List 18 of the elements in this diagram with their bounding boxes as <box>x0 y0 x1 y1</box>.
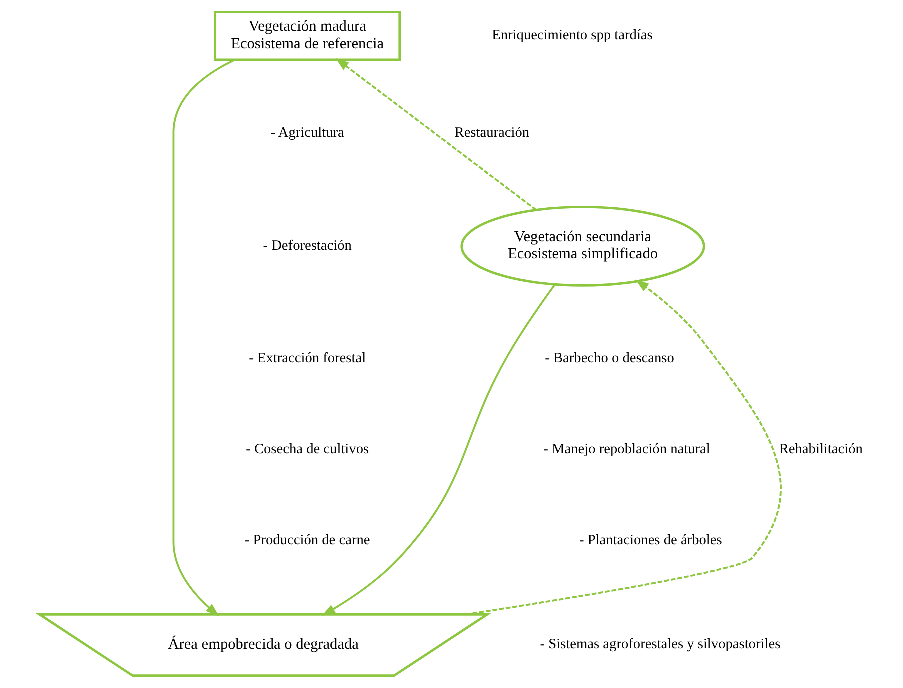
arrow <box>466 280 782 616</box>
label: - Deforestación <box>262 238 352 254</box>
label: - Barbecho o descanso <box>544 350 674 367</box>
label: - Agricultura <box>270 124 344 141</box>
arrow <box>322 284 556 616</box>
node-box: Vegetación madura Ecosistema de referencia <box>214 10 401 62</box>
label: - Plantaciones de árboles <box>578 532 722 548</box>
node-ellipse: Vegetación secundaria Ecosistema simplificado <box>460 206 705 287</box>
arrow <box>172 59 235 616</box>
label: - Cosecha de cultivos <box>246 442 369 458</box>
edge-label: Rehabilitación <box>778 442 862 458</box>
label: - Producción de carne <box>244 532 370 548</box>
label: Enriquecimiento spp tardías <box>492 27 652 44</box>
label: - Manejo repoblación natural <box>543 442 710 458</box>
label: - Sistemas agroforestales y silvopastoriles <box>540 636 780 653</box>
arrow <box>335 58 536 211</box>
edge-label: Restauración <box>454 124 530 141</box>
label: - Extracción forestal <box>248 350 366 367</box>
